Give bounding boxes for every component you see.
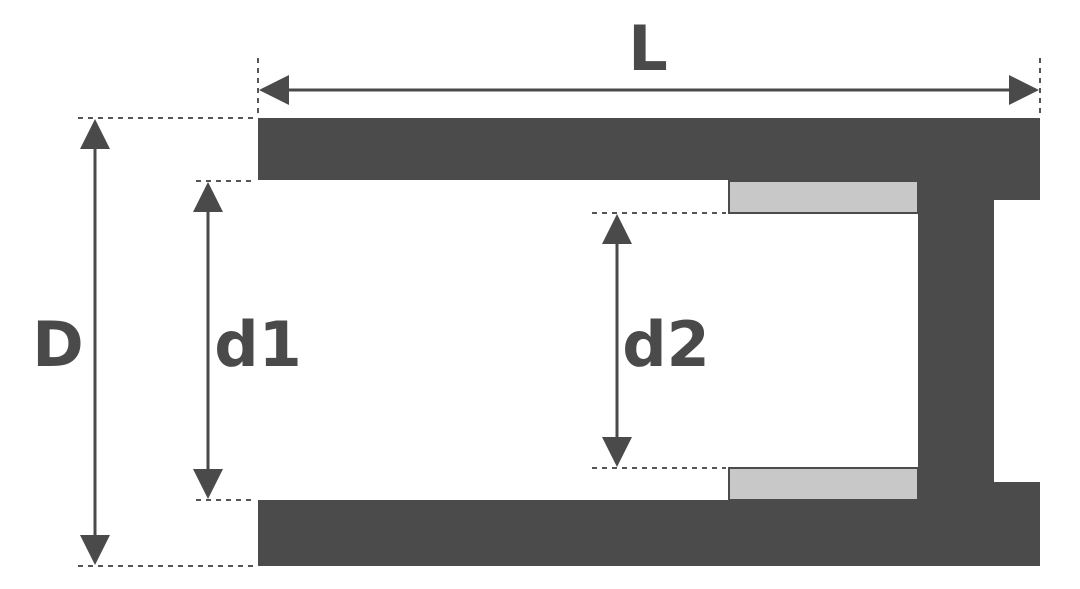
label-outer-diameter: D xyxy=(32,308,83,381)
end-wall xyxy=(918,200,994,482)
bottom-liner xyxy=(728,467,919,501)
top-wall-step xyxy=(918,180,1040,200)
top-wall xyxy=(258,118,1040,180)
top-liner xyxy=(728,180,919,214)
label-length: L xyxy=(628,12,668,85)
body-section xyxy=(258,118,1040,566)
label-inner-diameter-1: d1 xyxy=(214,308,302,381)
dimension-arrows xyxy=(80,75,1039,565)
label-inner-diameter-2: d2 xyxy=(622,308,710,381)
extension-lines xyxy=(78,58,1041,567)
bottom-wall-step xyxy=(918,482,1040,502)
bottom-wall xyxy=(258,500,1040,566)
